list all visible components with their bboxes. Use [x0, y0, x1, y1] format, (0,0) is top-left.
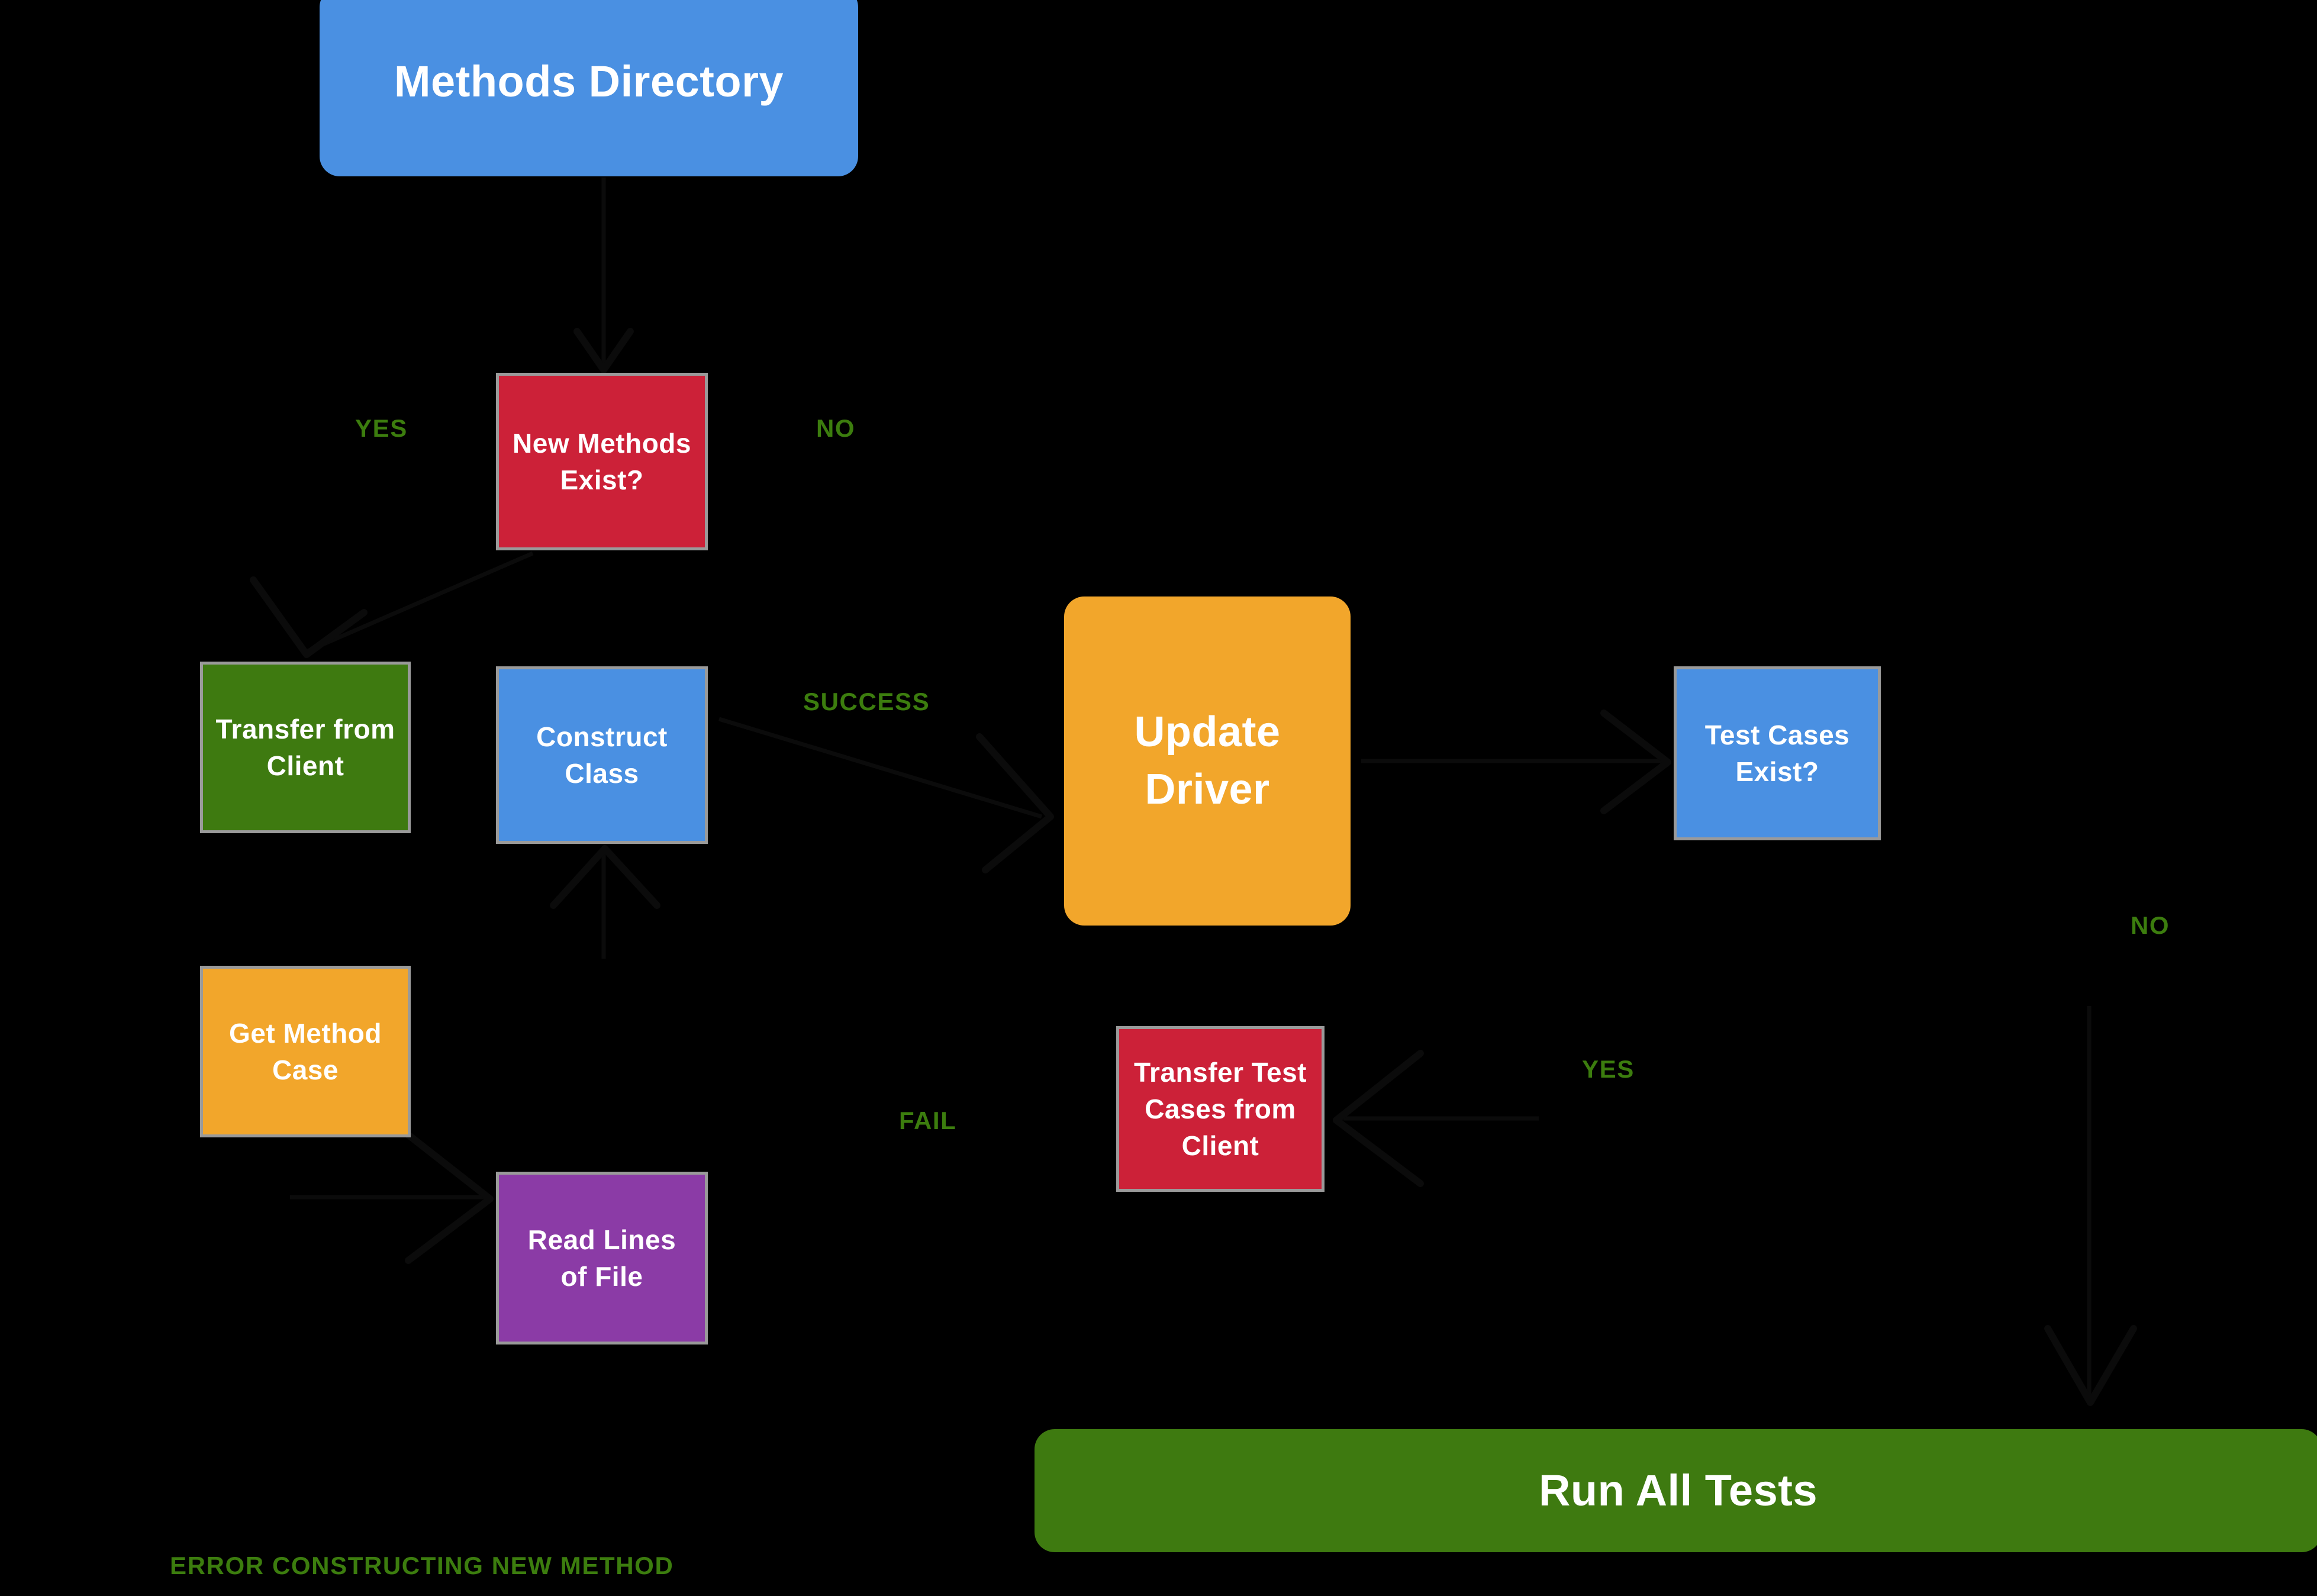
- node-transfer-from-client[interactable]: Transfer from Client: [200, 662, 411, 833]
- edge-label-no-test-cases: NO: [2131, 911, 2170, 939]
- connector-test-cases-no-to-run-all-tests: [2044, 1006, 2137, 1406]
- node-update-driver[interactable]: Update Driver: [1064, 597, 1351, 926]
- edge-label-yes-new-methods: YES: [355, 414, 408, 442]
- node-run-all-tests[interactable]: Run All Tests: [1035, 1429, 2317, 1552]
- node-transfer-test-cases-label: Transfer Test Cases from Client: [1134, 1056, 1307, 1162]
- connector-test-cases-yes-to-transfer-test-cases: [1333, 1050, 1539, 1187]
- node-get-method-case[interactable]: Get Method Case: [200, 966, 411, 1137]
- node-update-driver-label: Update Driver: [1134, 708, 1281, 813]
- edge-label-yes-test-cases: YES: [1582, 1055, 1635, 1083]
- edge-label-success: SUCCESS: [803, 688, 930, 715]
- node-run-all-tests-label: Run All Tests: [1538, 1466, 1818, 1516]
- connector-get-method-case-to-read-lines: [290, 1127, 494, 1264]
- node-test-cases-exist-label: Test Cases Exist?: [1704, 719, 1850, 787]
- connector-construct-class-to-update-driver: [718, 717, 1054, 873]
- connector-get-method-case-to-construct-class: [550, 845, 660, 959]
- node-get-method-case-label: Get Method Case: [229, 1017, 382, 1085]
- node-methods-directory[interactable]: Methods Directory: [320, 0, 858, 176]
- node-transfer-test-cases-from-client[interactable]: Transfer Test Cases from Client: [1116, 1026, 1325, 1192]
- node-methods-directory-label: Methods Directory: [394, 57, 784, 107]
- edge-label-no-new-methods: NO: [816, 414, 856, 442]
- connector-methods-directory-to-new-methods: [573, 178, 634, 373]
- node-new-methods-exist[interactable]: New Methods Exist?: [496, 373, 708, 550]
- connector-update-driver-to-test-cases: [1361, 710, 1671, 814]
- node-construct-class[interactable]: Construct Class: [496, 666, 708, 844]
- node-read-lines-of-file-label: Read Lines of File: [527, 1224, 676, 1292]
- node-read-lines-of-file[interactable]: Read Lines of File: [496, 1172, 708, 1344]
- node-new-methods-exist-label: New Methods Exist?: [513, 427, 691, 495]
- node-construct-class-label: Construct Class: [536, 721, 668, 789]
- edge-label-error-constructing-new-method: ERROR CONSTRUCTING NEW METHOD: [170, 1552, 674, 1579]
- node-transfer-from-client-label: Transfer from Client: [215, 713, 395, 781]
- connector-new-methods-yes-to-transfer-from-client: [250, 551, 534, 658]
- node-test-cases-exist[interactable]: Test Cases Exist?: [1674, 666, 1881, 840]
- edge-label-fail: FAIL: [899, 1107, 957, 1134]
